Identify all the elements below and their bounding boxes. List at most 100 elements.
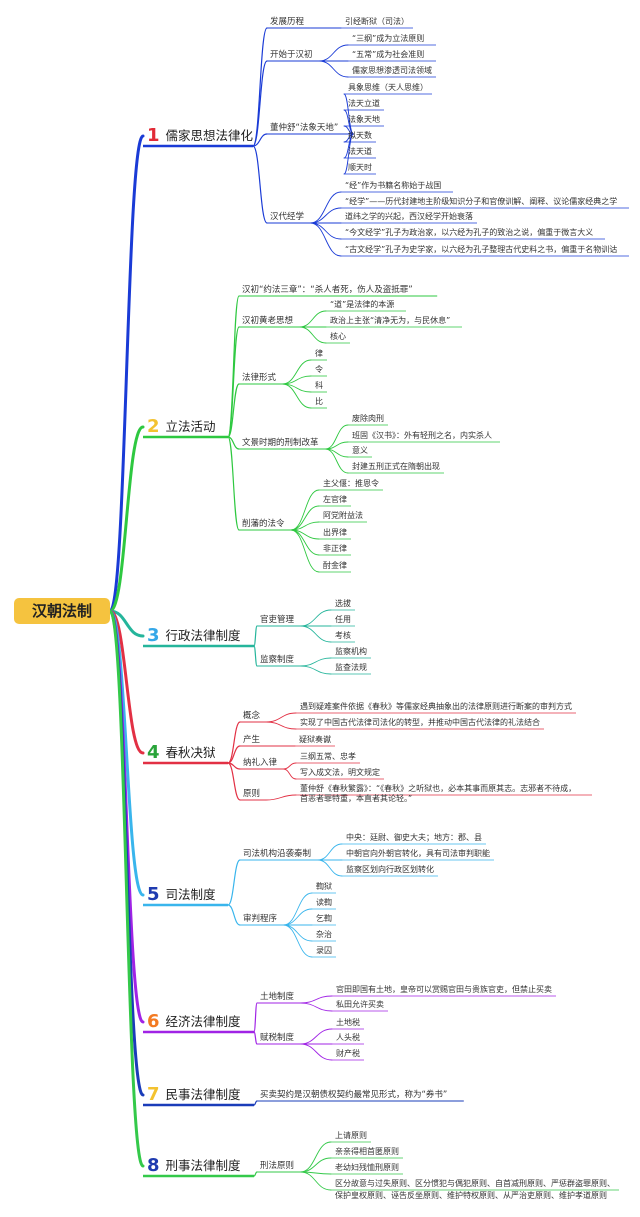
leaf-node[interactable]: 法象天地	[348, 115, 380, 124]
sub-node[interactable]: 汉初“约法三章”：“杀人者死，伤人及盗抵罪”	[242, 285, 413, 295]
leaf-node[interactable]: 法天道	[348, 147, 372, 156]
sub-node[interactable]: 监察制度	[260, 655, 295, 665]
leaf-node[interactable]: 首恶者罪特重，本直者其论轻。”	[300, 794, 413, 803]
sub-node[interactable]: 官吏管理	[260, 615, 295, 625]
leaf-node[interactable]: 财产税	[336, 1049, 360, 1058]
sub-node[interactable]: 产生	[243, 735, 261, 745]
leaf-node[interactable]: 写入成文法，明文规定	[300, 768, 380, 777]
sub-node[interactable]: 审判程序	[243, 914, 278, 924]
sub-node[interactable]: 开始于汉初	[270, 50, 313, 60]
leaf-node[interactable]: 意义	[352, 446, 368, 455]
leaf-link	[309, 207, 342, 224]
sub-node[interactable]: 纳礼入律	[243, 758, 278, 768]
leaf-node[interactable]: 选拔	[335, 599, 351, 608]
sub-node[interactable]: 汉代经学	[270, 212, 305, 222]
leaf-node[interactable]: 乞鞫	[316, 914, 332, 923]
leaf-node[interactable]: 监查法规	[335, 663, 367, 672]
leaf-node[interactable]: 疑狱奏谳	[299, 735, 331, 744]
leaf-node[interactable]: 亲亲得相首匿原则	[335, 1147, 399, 1156]
leaf-link	[317, 859, 343, 877]
leaf-node[interactable]: 引经断狱（司法）	[345, 17, 409, 26]
sub-node[interactable]: 发展历程	[270, 17, 305, 27]
leaf-node[interactable]: 左官律	[323, 495, 347, 504]
leaf-node[interactable]: 拟天数	[348, 131, 372, 140]
sub-node[interactable]: 汉初黄老思想	[242, 316, 294, 326]
leaf-node[interactable]: 令	[315, 365, 323, 374]
sub-node[interactable]: 司法机构沿袭秦制	[243, 849, 312, 859]
leaf-node[interactable]: 废除肉刑	[352, 414, 384, 423]
leaf-link	[299, 995, 333, 1004]
sub-node[interactable]: 法律形式	[242, 373, 277, 383]
sub-node[interactable]: 赋税制度	[260, 1033, 295, 1043]
leaf-node[interactable]: 读鞫	[316, 898, 332, 907]
leaf-node[interactable]: 班固《汉书》：外有轻刑之名，内实杀人	[352, 431, 492, 440]
leaf-node[interactable]: 封建五刑正式在隋朝出现	[352, 462, 440, 471]
leaf-node[interactable]: 区分故意与过失原则、区分惯犯与偶犯原则、自首减刑原则、严惩群盗罪原则、	[335, 1179, 615, 1188]
leaf-node[interactable]: 考核	[335, 631, 351, 640]
sub-node[interactable]: 刑法原则	[260, 1161, 295, 1171]
sub-node[interactable]: 概念	[243, 711, 261, 721]
sub-node[interactable]: 文景时期的刑制改革	[242, 438, 319, 448]
leaf-node[interactable]: 三纲五常、忠孝	[300, 752, 356, 761]
leaf-node[interactable]: 非正律	[323, 544, 347, 553]
leaf-node[interactable]: 科	[315, 381, 323, 390]
leaf-node[interactable]: 杂治	[316, 930, 332, 939]
sub-link	[253, 1031, 258, 1045]
leaf-node[interactable]: 阿党附益法	[323, 511, 363, 520]
leaf-node[interactable]: 中朝官向外朝官转化，具有司法审判职能	[346, 849, 490, 858]
sub-node[interactable]: 原则	[243, 789, 261, 799]
leaf-node[interactable]: 遇到疑难案件依据《春秋》等儒家经典抽象出的法律原则进行断案的审判方式	[300, 702, 572, 711]
sub-node[interactable]: 董仲舒“法象天地”	[270, 123, 339, 133]
leaf-node[interactable]: “五常”成为社会准则	[352, 50, 425, 59]
leaf-node[interactable]: 酎金律	[323, 561, 347, 570]
leaf-node[interactable]: 法天立道	[348, 99, 380, 108]
leaf-node[interactable]: 监察机构	[335, 647, 367, 656]
leaf-link	[299, 1141, 332, 1173]
leaf-node[interactable]: 上请原则	[335, 1131, 367, 1140]
leaf-node[interactable]: 官田即国有土地，皇帝可以赏赐官田与贵族官吏，但禁止买卖	[336, 985, 552, 994]
leaf-node[interactable]: 保护皇权原则、诬告反坐原则、维护特权原则、从严治吏原则、维护孝道原则	[335, 1191, 607, 1200]
leaf-node[interactable]: 实现了中国古代法律司法化的转型，并推动中国古代法律的礼法结合	[300, 718, 540, 727]
leaf-node[interactable]: 出界律	[323, 528, 347, 537]
leaf-node[interactable]: “今文经学”孔子为政治家，以六经为孔子的致治之说，偏重于微言大义	[345, 228, 594, 237]
leaf-node[interactable]: 核心	[330, 332, 346, 341]
leaf-node[interactable]: “三纲”成为立法原则	[352, 34, 425, 43]
leaf-node[interactable]: “经学”——历代封建地主阶级知识分子和官僚训解、阐释、议论儒家经典之学	[345, 197, 618, 206]
leaf-node[interactable]: 比	[315, 397, 323, 406]
leaf-node[interactable]: 政治上主张“清净无为，与民休息”	[330, 316, 451, 325]
leaf-node[interactable]: “道”是法律的本源	[330, 300, 395, 309]
leaf-node[interactable]: 录囚	[316, 946, 332, 955]
leaf-node[interactable]: 主父偃：推恩令	[323, 479, 379, 488]
leaf-node[interactable]: 人头税	[336, 1033, 360, 1042]
leaf-node[interactable]: 私田允许买卖	[336, 1000, 384, 1009]
leaf-node[interactable]: 老幼妇残恤刑原则	[335, 1163, 399, 1172]
leaf-node[interactable]: 任用	[335, 615, 351, 624]
leaf-node[interactable]: “古文经学”孔子为史学家，以六经为孔子整理古代史料之书，偏重于名物训诂	[345, 245, 618, 254]
sub-node[interactable]: 削藩的法令	[242, 519, 285, 529]
leaf-link	[281, 383, 312, 409]
leaf-node[interactable]: 具象思维（天人思维）	[348, 83, 428, 92]
sub-node[interactable]: 土地制度	[260, 992, 295, 1002]
leaf-node[interactable]: 道纬之学的兴起，西汉经学开始衰落	[345, 212, 473, 221]
leaf-node[interactable]: 顺天时	[348, 163, 372, 172]
leaf-node[interactable]: 中央：廷尉、御史大夫；地方：郡、县	[346, 833, 482, 842]
leaf-node[interactable]: 律	[315, 349, 323, 358]
leaf-node[interactable]: 土地税	[336, 1018, 360, 1027]
leaf-link	[317, 843, 343, 861]
leaf-node[interactable]: 鞫狱	[316, 882, 332, 891]
leaf-node[interactable]: 监察区划向行政区划转化	[346, 865, 434, 874]
leaf-node[interactable]: “经”作为书籍名称始于战国	[345, 181, 442, 190]
leaf-node[interactable]: 儒家思想渗透司法领域	[352, 66, 432, 75]
root-node[interactable]: 汉朝法制	[14, 598, 110, 624]
leaf-node[interactable]: 董仲舒《春秋繁露》：“《春秋》之听狱也，必本其事而原其志。志邪者不待成，	[300, 784, 577, 793]
sub-node[interactable]: 买卖契约是汉朝债权契约最常见形式，称为“券书”	[260, 1090, 448, 1100]
